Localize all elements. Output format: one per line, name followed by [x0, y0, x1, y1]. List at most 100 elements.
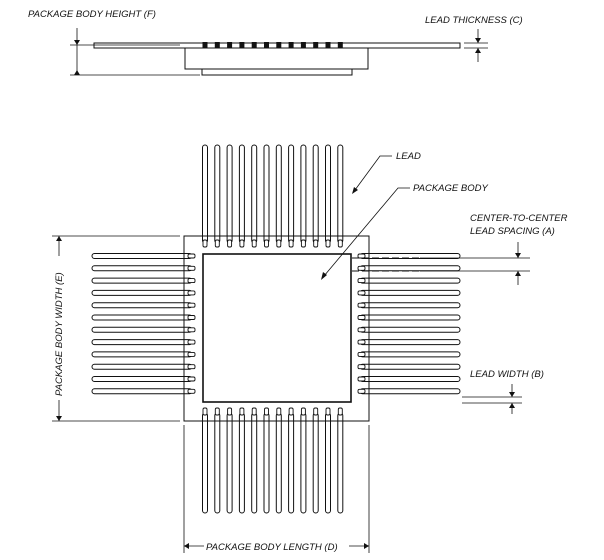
thickness-arrow-down: [475, 38, 481, 43]
lead-right: [359, 388, 461, 395]
pad-left: [187, 364, 196, 370]
package-body-inner: [202, 253, 352, 403]
lead-right: [359, 326, 461, 333]
lead-width-label: LEAD WIDTH (B): [470, 369, 544, 380]
pad-bottom: [276, 407, 282, 416]
pad-right: [357, 290, 366, 296]
lead-right: [359, 289, 461, 296]
lead-bottom: [263, 412, 270, 514]
pad-right: [357, 278, 366, 284]
pad-top: [264, 239, 269, 248]
pad-right: [357, 376, 366, 382]
lead-left: [91, 363, 193, 370]
lead-top: [238, 144, 245, 244]
side-notch: [214, 42, 220, 48]
pad-left: [187, 339, 196, 345]
lead-right: [359, 265, 461, 272]
side-notch: [300, 42, 306, 48]
side-lead-notches: [202, 42, 343, 48]
lead-top: [288, 144, 295, 244]
lead-left: [91, 277, 193, 284]
lead-right: [359, 302, 461, 309]
side-notch: [337, 42, 343, 48]
lead-leader-arrow: [352, 187, 358, 194]
side-notch: [325, 42, 331, 48]
top-view: LEAD PACKAGE BODY CENTER-TO-CENTER LEAD …: [52, 144, 568, 553]
pad-right: [357, 364, 366, 370]
lead-left: [91, 302, 193, 309]
lead-top: [312, 144, 319, 244]
pad-top: [239, 239, 245, 248]
pad-top: [325, 239, 331, 248]
thickness-arrow-up: [475, 48, 481, 53]
pad-right: [357, 302, 366, 308]
side-notch: [264, 42, 269, 48]
leads-right-side: [359, 253, 461, 395]
package-body-leader-arrow: [321, 272, 327, 280]
lead-top: [337, 144, 344, 244]
lead-right: [359, 363, 461, 370]
spacing-label-line1: CENTER-TO-CENTER: [470, 213, 568, 224]
pad-right: [357, 327, 366, 333]
lead-left: [91, 265, 193, 272]
lead-top: [251, 144, 258, 244]
pad-bottom: [227, 407, 233, 416]
pad-bottom: [337, 407, 343, 416]
side-notch: [313, 42, 319, 48]
pad-left: [187, 351, 196, 357]
package-body-height-label: PACKAGE BODY HEIGHT (F): [28, 9, 156, 20]
lead-bottom: [238, 412, 245, 514]
pad-left: [187, 315, 196, 320]
pad-top: [300, 239, 306, 248]
package-body-leader-line: [323, 187, 410, 277]
pad-right: [357, 388, 366, 394]
lead-top: [325, 144, 331, 244]
lead-bottom: [300, 412, 307, 514]
pad-bottom: [288, 407, 294, 416]
side-notch: [288, 42, 294, 48]
body-width-arrow-top: [56, 236, 62, 241]
pad-left: [187, 253, 196, 259]
spacing-label-line2: LEAD SPACING (A): [470, 226, 555, 237]
lead-left: [91, 339, 193, 346]
lead-right: [359, 351, 461, 358]
pad-right: [357, 253, 366, 259]
body-length-arrow-left: [184, 543, 189, 549]
pad-top: [288, 239, 294, 248]
width-arrow-down: [509, 392, 515, 397]
lead-thickness-label: LEAD THICKNESS (C): [425, 15, 523, 26]
height-arrow-down: [74, 40, 80, 45]
lead-bottom: [214, 412, 221, 514]
body-length-arrow-right: [364, 543, 369, 549]
lead-left: [91, 351, 193, 358]
side-body: [184, 47, 369, 70]
pad-right: [357, 351, 366, 357]
lead-leader-line: [354, 155, 392, 191]
pad-right: [357, 339, 366, 345]
lead-top: [226, 144, 233, 244]
body-width-arrow-bottom: [56, 416, 62, 421]
lead-left: [91, 326, 193, 333]
package-body-length-label: PACKAGE BODY LENGTH (D): [206, 542, 338, 553]
pad-bottom: [300, 407, 306, 416]
leads-bottom-side: [202, 412, 344, 514]
side-notch: [239, 42, 245, 48]
pad-right: [357, 265, 366, 271]
pad-top: [251, 239, 257, 248]
leads-left-side: [91, 253, 193, 395]
lead-bottom: [275, 412, 282, 514]
side-notch: [251, 42, 257, 48]
side-notch: [227, 42, 233, 48]
lead-right: [359, 314, 461, 321]
side-notch: [276, 42, 282, 48]
lead-pads: [187, 239, 366, 416]
pad-left: [187, 327, 196, 333]
lead-top: [275, 144, 282, 244]
pad-top: [214, 239, 220, 248]
pad-bottom: [202, 407, 208, 416]
lead-top: [214, 144, 221, 244]
lead-bottom: [202, 412, 208, 514]
lead-top: [263, 144, 270, 244]
lead-bottom: [226, 412, 233, 514]
